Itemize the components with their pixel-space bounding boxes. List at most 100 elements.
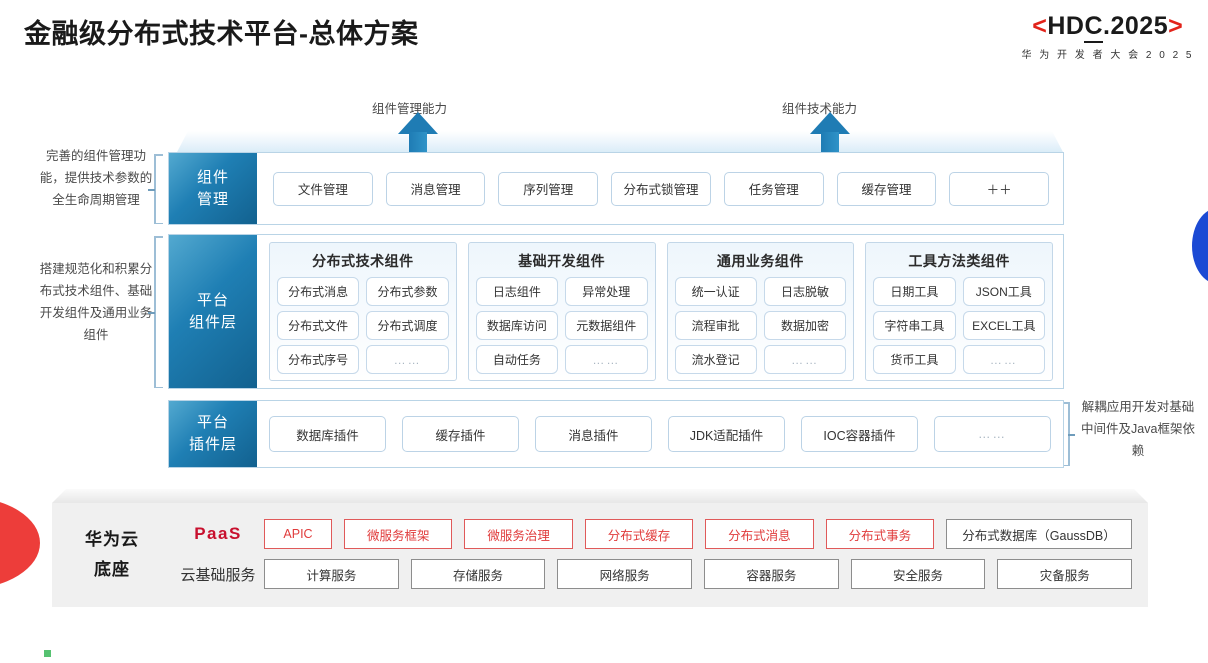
group-item[interactable]: 分布式调度 bbox=[366, 311, 449, 340]
group-items: 统一认证 日志脱敏 流程审批 数据加密 流水登记 …… bbox=[674, 277, 847, 374]
paas-item-database[interactable]: 分布式数据库（GaussDB） bbox=[946, 519, 1133, 549]
group-item-more[interactable]: …… bbox=[366, 345, 449, 374]
platform-plugin-item[interactable]: 消息插件 bbox=[535, 416, 652, 452]
group-title: 工具方法类组件 bbox=[908, 253, 1010, 269]
group-item[interactable]: 元数据组件 bbox=[565, 311, 648, 340]
group-item[interactable]: 日志组件 bbox=[475, 277, 559, 306]
paas-item[interactable]: 微服务治理 bbox=[464, 519, 573, 549]
layer-label-platform-plugin: 平台 插件层 bbox=[169, 401, 257, 467]
cloud-service-item[interactable]: 网络服务 bbox=[557, 559, 693, 589]
group-item[interactable]: 数据加密 bbox=[763, 311, 847, 340]
base-title: 华为云 底座 bbox=[52, 503, 172, 607]
right-annotation-1: 解耦应用开发对基础中间件及Java框架依赖 bbox=[1081, 400, 1195, 458]
green-dot-decoration bbox=[44, 650, 51, 657]
group-item[interactable]: 自动任务 bbox=[475, 345, 559, 374]
group-items: 分布式消息 分布式参数 分布式文件 分布式调度 分布式序号 …… bbox=[277, 277, 449, 374]
brace-platform-plugin bbox=[1060, 402, 1076, 466]
logo-text-suffix: .2025 bbox=[1103, 12, 1169, 40]
cloud-service-item[interactable]: 计算服务 bbox=[264, 559, 399, 589]
platform-plugin-item[interactable]: 缓存插件 bbox=[402, 416, 519, 452]
cloud-service-item[interactable]: 安全服务 bbox=[850, 559, 986, 589]
group-item[interactable]: 数据库访问 bbox=[475, 311, 559, 340]
layer-label-line1: 平台 bbox=[196, 414, 229, 431]
component-group-basic-dev: 基础开发组件 日志组件 异常处理 数据库访问 元数据组件 自动任务 …… bbox=[467, 242, 656, 381]
group-item[interactable]: EXCEL工具 bbox=[962, 311, 1045, 340]
component-management-item[interactable]: 序列管理 bbox=[498, 171, 599, 206]
hdc-logo-subtitle: 华 为 开 发 者 大 会 2 0 2 5 bbox=[1021, 50, 1194, 61]
group-item[interactable]: JSON工具 bbox=[962, 277, 1045, 306]
base-cloud-label: 云基础服务 bbox=[180, 566, 256, 584]
platform-plugin-item[interactable]: JDK适配插件 bbox=[668, 416, 785, 452]
group-title: 基础开发组件 bbox=[518, 253, 606, 269]
group-item[interactable]: 货币工具 bbox=[873, 345, 956, 374]
paas-item[interactable]: 分布式缓存 bbox=[584, 519, 694, 549]
group-item-more[interactable]: …… bbox=[565, 345, 648, 374]
left-annotation-1: 完善的组件管理功能，提供技术参数的全生命周期管理 bbox=[39, 149, 153, 207]
component-management-item[interactable]: 任务管理 bbox=[723, 171, 824, 206]
group-title: 分布式技术组件 bbox=[312, 253, 414, 269]
layer-label-line1: 平台 bbox=[196, 291, 229, 309]
platform-plugin-item-more[interactable]: …… bbox=[934, 416, 1051, 452]
component-management-item[interactable]: 缓存管理 bbox=[836, 171, 937, 206]
group-items: 日期工具 JSON工具 字符串工具 EXCEL工具 货币工具 …… bbox=[873, 277, 1045, 374]
base-paas-label: PaaS bbox=[194, 524, 242, 543]
layer-label-line2: 插件层 bbox=[188, 436, 237, 453]
logo-left-bracket: < bbox=[1032, 12, 1048, 40]
layer-label-line2: 组件层 bbox=[188, 313, 237, 331]
group-item[interactable]: 分布式序号 bbox=[277, 345, 360, 374]
group-item[interactable]: 日志脱敏 bbox=[763, 277, 847, 306]
group-item[interactable]: 分布式文件 bbox=[277, 311, 360, 340]
paas-item[interactable]: 分布式事务 bbox=[825, 519, 935, 549]
group-item[interactable]: 统一认证 bbox=[674, 277, 757, 306]
diagram-top-bevel bbox=[176, 131, 1064, 154]
platform-plugin-item-list: 数据库插件 缓存插件 消息插件 JDK适配插件 IOC容器插件 …… bbox=[269, 401, 1051, 467]
group-item[interactable]: 异常处理 bbox=[565, 277, 648, 306]
base-top-bevel bbox=[52, 489, 1148, 503]
component-management-item-list: 文件管理 消息管理 序列管理 分布式锁管理 任务管理 缓存管理 ＋＋ bbox=[273, 153, 1050, 224]
group-item[interactable]: 流水登记 bbox=[674, 345, 757, 374]
component-management-item[interactable]: 文件管理 bbox=[273, 171, 373, 206]
logo-right-bracket: > bbox=[1168, 12, 1184, 40]
base-title-line2: 底座 bbox=[94, 560, 130, 579]
layer-platform-component: 平台 组件层 分布式技术组件 分布式消息 分布式参数 分布式文件 分布式调度 分… bbox=[168, 234, 1064, 389]
hdc-logo: <HDC.2025> 华 为 开 发 者 大 会 2 0 2 5 bbox=[1021, 12, 1194, 61]
component-group-tool-methods: 工具方法类组件 日期工具 JSON工具 字符串工具 EXCEL工具 货币工具 …… bbox=[865, 242, 1053, 381]
platform-plugin-item[interactable]: 数据库插件 bbox=[269, 416, 386, 452]
base-row-paas: PaaS APIC 微服务框架 微服务治理 分布式缓存 分布式消息 分布式事务 … bbox=[172, 519, 1133, 549]
paas-item[interactable]: 分布式消息 bbox=[705, 519, 814, 549]
group-item-more[interactable]: …… bbox=[962, 345, 1045, 374]
group-title: 通用业务组件 bbox=[716, 253, 804, 269]
component-management-item[interactable]: 分布式锁管理 bbox=[611, 171, 711, 206]
component-management-item[interactable]: 消息管理 bbox=[385, 171, 486, 206]
brace-platform-component bbox=[148, 236, 164, 388]
component-management-item-more[interactable]: ＋＋ bbox=[949, 171, 1050, 206]
layer-label-component-management: 组件 管理 bbox=[169, 153, 257, 224]
platform-plugin-item[interactable]: IOC容器插件 bbox=[801, 416, 918, 452]
red-wedge-decoration bbox=[0, 497, 40, 589]
group-item-more[interactable]: …… bbox=[763, 345, 847, 374]
group-item[interactable]: 字符串工具 bbox=[873, 311, 956, 340]
layer-component-management: 组件 管理 文件管理 消息管理 序列管理 分布式锁管理 任务管理 缓存管理 ＋＋ bbox=[168, 152, 1064, 225]
logo-text-underlined: C bbox=[1084, 12, 1104, 43]
group-item[interactable]: 日期工具 bbox=[873, 277, 956, 306]
group-item[interactable]: 分布式参数 bbox=[366, 277, 449, 306]
base-row-cloud-services: 云基础服务 计算服务 存储服务 网络服务 容器服务 安全服务 灾备服务 bbox=[172, 559, 1133, 589]
group-item[interactable]: 分布式消息 bbox=[277, 277, 360, 306]
base-title-line1: 华为云 bbox=[85, 530, 139, 549]
layer-label-line2: 管理 bbox=[196, 190, 229, 208]
blue-lens-decoration bbox=[1192, 208, 1208, 284]
group-item[interactable]: 流程审批 bbox=[674, 311, 757, 340]
base-cloud-item-list: 计算服务 存储服务 网络服务 容器服务 安全服务 灾备服务 bbox=[264, 559, 1133, 589]
group-items: 日志组件 异常处理 数据库访问 元数据组件 自动任务 …… bbox=[475, 277, 648, 374]
component-group-distributed-tech: 分布式技术组件 分布式消息 分布式参数 分布式文件 分布式调度 分布式序号 …… bbox=[269, 242, 457, 381]
left-annotation-2: 搭建规范化和积累分布式技术组件、基础开发组件及通用业务组件 bbox=[39, 262, 153, 342]
brace-component-management bbox=[148, 154, 164, 224]
hdc-logo-main: <HDC.2025> bbox=[1021, 12, 1194, 43]
cloud-service-item[interactable]: 容器服务 bbox=[704, 559, 839, 589]
paas-item[interactable]: 微服务框架 bbox=[344, 519, 453, 549]
platform-component-group-list: 分布式技术组件 分布式消息 分布式参数 分布式文件 分布式调度 分布式序号 ……… bbox=[269, 242, 1053, 381]
paas-item[interactable]: APIC bbox=[264, 519, 332, 549]
cloud-service-item[interactable]: 存储服务 bbox=[410, 559, 546, 589]
cloud-service-item[interactable]: 灾备服务 bbox=[997, 559, 1133, 589]
layer-platform-plugin: 平台 插件层 数据库插件 缓存插件 消息插件 JDK适配插件 IOC容器插件 …… bbox=[168, 400, 1064, 468]
